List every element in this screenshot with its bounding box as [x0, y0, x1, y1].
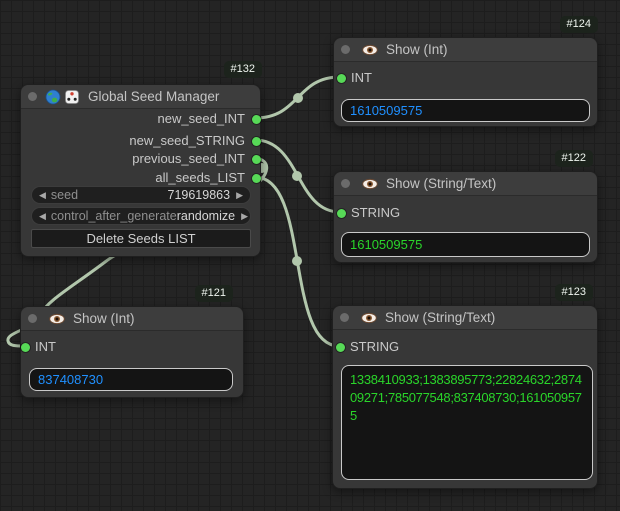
node-show-string-122[interactable]: Show (String/Text) STRING 1610509575: [333, 171, 598, 263]
node-show-int-124[interactable]: Show (Int) INT 1610509575: [333, 37, 598, 127]
eye-icon: [362, 44, 378, 56]
output-label: new_seed_STRING: [129, 133, 245, 148]
increment-arrow-icon[interactable]: ▶: [236, 190, 243, 200]
node-header[interactable]: Show (String/Text): [334, 172, 597, 196]
node-id-badge: #132: [223, 61, 262, 78]
input-port-int[interactable]: [337, 74, 346, 83]
node-header[interactable]: Show (Int): [21, 307, 243, 331]
node-title: Global Seed Manager: [88, 89, 220, 104]
string-value-field[interactable]: 1610509575: [341, 232, 590, 257]
node-global-seed-manager[interactable]: Global Seed Manager new_seed_INT new_see…: [20, 84, 261, 257]
node-id-badge: #122: [554, 150, 593, 167]
seed-widget[interactable]: ◀ seed 719619863 ▶: [31, 186, 251, 204]
collapse-dot-icon[interactable]: [28, 92, 37, 101]
control-after-generate-widget[interactable]: ◀ control_after_generate randomize ▶: [31, 207, 251, 225]
node-title: Show (Int): [73, 311, 135, 326]
decrement-arrow-icon[interactable]: ◀: [39, 190, 46, 200]
node-id-badge: #124: [559, 16, 598, 33]
collapse-dot-icon[interactable]: [341, 45, 350, 54]
wire-midpoint-dot: [293, 93, 303, 103]
dice-icon: [64, 89, 80, 105]
int-value-field[interactable]: 1610509575: [341, 99, 590, 122]
string-value-field[interactable]: 1338410933;1383895773;22824632;2874 0927…: [341, 365, 593, 480]
delete-seeds-list-button[interactable]: Delete Seeds LIST: [31, 229, 251, 248]
output-port-previous-seed-int[interactable]: [252, 155, 261, 164]
globe-icon: [45, 89, 61, 105]
wire-midpoint-dot: [292, 256, 302, 266]
output-label: all_seeds_LIST: [155, 170, 245, 185]
input-port-string[interactable]: [337, 209, 346, 218]
int-value-field[interactable]: 837408730: [29, 368, 233, 391]
output-label: new_seed_INT: [157, 111, 245, 126]
node-title: Show (String/Text): [385, 310, 496, 325]
prev-option-arrow-icon[interactable]: ◀: [39, 211, 46, 221]
output-port-new-seed-int[interactable]: [252, 115, 261, 124]
collapse-dot-icon[interactable]: [341, 179, 350, 188]
input-label: INT: [351, 70, 372, 85]
node-header[interactable]: Global Seed Manager: [21, 85, 260, 109]
widget-name: seed: [50, 188, 79, 202]
input-port-int[interactable]: [21, 343, 30, 352]
node-title: Show (String/Text): [386, 176, 497, 191]
node-show-int-121[interactable]: Show (Int) INT 837408730: [20, 306, 244, 398]
node-header[interactable]: Show (String/Text): [333, 306, 597, 330]
input-port-string[interactable]: [336, 343, 345, 352]
output-port-new-seed-string[interactable]: [252, 137, 261, 146]
input-label: STRING: [350, 339, 400, 354]
node-header[interactable]: Show (Int): [334, 38, 597, 62]
collapse-dot-icon[interactable]: [340, 313, 349, 322]
eye-icon: [49, 313, 65, 325]
input-label: STRING: [351, 205, 401, 220]
node-show-string-123[interactable]: Show (String/Text) STRING 1338410933;138…: [332, 305, 598, 489]
widget-name: control_after_generate: [50, 209, 177, 223]
output-port-all-seeds-list[interactable]: [252, 174, 261, 183]
collapse-dot-icon[interactable]: [28, 314, 37, 323]
eye-icon: [361, 312, 377, 324]
eye-icon: [362, 178, 378, 190]
node-title: Show (Int): [386, 42, 448, 57]
widget-value: randomize: [176, 209, 236, 223]
input-label: INT: [35, 339, 56, 354]
widget-value: 719619863: [167, 188, 231, 202]
node-id-badge: #123: [554, 284, 593, 301]
wire-midpoint-dot: [292, 171, 302, 181]
next-option-arrow-icon[interactable]: ▶: [241, 211, 248, 221]
output-label: previous_seed_INT: [132, 151, 245, 166]
node-id-badge: #121: [194, 285, 233, 302]
